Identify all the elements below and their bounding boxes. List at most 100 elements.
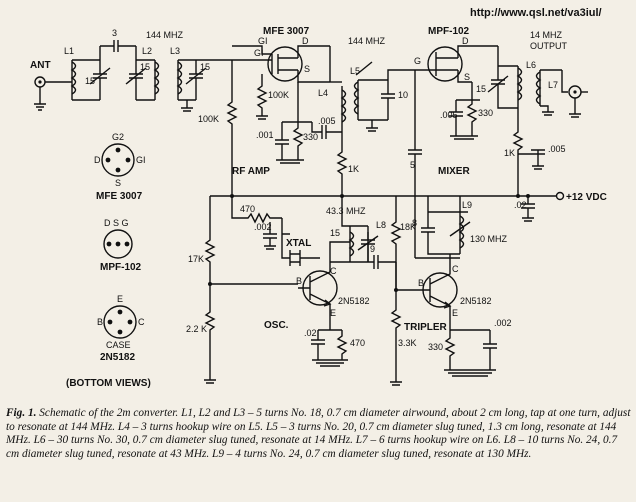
c8-label: 8 bbox=[412, 218, 417, 228]
c3-label: 3 bbox=[112, 28, 117, 38]
c005a-label: .005 bbox=[318, 116, 336, 126]
coil-l6-l7 bbox=[487, 46, 568, 116]
tr1-label: 2N5182 bbox=[338, 296, 370, 306]
l2-label: L2 bbox=[142, 46, 152, 56]
r470b-label: 470 bbox=[350, 338, 365, 348]
r18k-label: 18K bbox=[400, 222, 416, 232]
r17k-label: 17K bbox=[188, 254, 204, 264]
c02b-label: .02 bbox=[304, 328, 317, 338]
l6-label: L6 bbox=[526, 60, 536, 70]
pin-g1b-label: GI bbox=[258, 36, 268, 46]
mfe-pin-d: D bbox=[94, 155, 101, 165]
tripler-section bbox=[390, 196, 497, 386]
mpf-top-label: MPF-102 bbox=[428, 26, 470, 37]
caption-text: Schematic of the 2m converter. L1, L2 an… bbox=[6, 407, 631, 460]
mfe-pin-g2: G2 bbox=[112, 132, 124, 142]
output-connector bbox=[568, 85, 588, 118]
vdc-label: +12 VDC bbox=[566, 192, 607, 203]
pin-s-b-label: S bbox=[464, 72, 470, 82]
tr-pin-c: C bbox=[138, 317, 145, 327]
tripler-label: TRIPLER bbox=[404, 322, 448, 333]
mfe-top-label: MFE 3007 bbox=[263, 26, 310, 37]
mhz130-label: 130 MHZ bbox=[470, 234, 508, 244]
mixer-gate-line bbox=[408, 70, 422, 258]
l9-label: L9 bbox=[462, 200, 472, 210]
pin-g-a-label: G bbox=[414, 56, 421, 66]
mhz144a-label: 144 MHZ bbox=[146, 30, 184, 40]
bottom-views-label: (BOTTOM VIEWS) bbox=[66, 378, 151, 389]
r1k-a-label: 1K bbox=[348, 164, 359, 174]
l3-label: L3 bbox=[170, 46, 180, 56]
c005b-label: .005 bbox=[440, 110, 458, 120]
pin-d-label: D bbox=[302, 36, 309, 46]
l4-label: L4 bbox=[318, 88, 328, 98]
c002b-label: .002 bbox=[494, 318, 512, 328]
pin-d-b-label: D bbox=[462, 36, 469, 46]
output-label: OUTPUT bbox=[530, 41, 568, 51]
pin-b1-label: B bbox=[296, 276, 302, 286]
mpf102-pinout bbox=[103, 229, 133, 259]
mixer-label: MIXER bbox=[438, 166, 470, 177]
resistor-100k-bias bbox=[226, 60, 238, 194]
coupling-cap-3 bbox=[99, 40, 137, 60]
caption-lead: Fig. 1. bbox=[6, 407, 37, 419]
c15b-label: 15 bbox=[140, 62, 150, 72]
mhz144b-label: 144 MHZ bbox=[348, 36, 386, 46]
c15c-label: 15 bbox=[200, 62, 210, 72]
mhz43-label: 43.3 MHZ bbox=[326, 206, 366, 216]
xtal-label: XTAL bbox=[286, 238, 311, 249]
pin-s-label: S bbox=[304, 64, 310, 74]
c005c-label: .005 bbox=[548, 144, 566, 154]
c002a-label: .002 bbox=[254, 222, 272, 232]
r470a-label: 470 bbox=[240, 204, 255, 214]
coil-l1 bbox=[70, 59, 100, 101]
r330c-label: 330 bbox=[428, 342, 443, 352]
schematic-diagram: http://www.qsl.net/va3iul/ ANT L1 15 3 L… bbox=[30, 7, 607, 389]
mhz14-label: 14 MHZ bbox=[530, 30, 563, 40]
c9-label: 9 bbox=[370, 244, 375, 254]
c10-label: 10 bbox=[398, 90, 408, 100]
pin-c2-label: C bbox=[452, 264, 459, 274]
mixer-decoupling bbox=[512, 108, 545, 196]
mpf-legend-name: MPF-102 bbox=[100, 262, 142, 273]
tr-legend-name: 2N5182 bbox=[100, 352, 135, 363]
figure-caption: Fig. 1. Schematic of the 2m converter. L… bbox=[6, 407, 632, 461]
tr2-label: 2N5182 bbox=[460, 296, 492, 306]
r22k-label: 2.2 K bbox=[186, 324, 207, 334]
r100k-b-label: 100K bbox=[198, 114, 219, 124]
source-network bbox=[275, 82, 342, 164]
c5-label: 5 bbox=[410, 160, 415, 170]
mfe-pin-g1: GI bbox=[136, 155, 146, 165]
coil-l3 bbox=[176, 59, 232, 112]
mpf102-transistor bbox=[415, 45, 498, 83]
tr-pin-b: B bbox=[97, 317, 103, 327]
2n5182-pinout bbox=[103, 305, 137, 339]
oscillator-section bbox=[204, 196, 396, 384]
c15d-label: 15 bbox=[476, 84, 486, 94]
pin-e2-label: E bbox=[452, 308, 458, 318]
c02a-label: .02 bbox=[514, 200, 527, 210]
c15a-label: 15 bbox=[85, 76, 95, 86]
pin-c1-label: C bbox=[330, 266, 337, 276]
r1k-b-label: 1K bbox=[504, 148, 515, 158]
l8-label: L8 bbox=[376, 220, 386, 230]
l1-label: L1 bbox=[64, 46, 74, 56]
rf-amp-label: RF AMP bbox=[232, 166, 270, 177]
mfe3007-transistor bbox=[232, 45, 330, 83]
coil-l4-l5 bbox=[329, 46, 415, 132]
resistor-1k-rf bbox=[336, 126, 348, 194]
mfe-pin-s: S bbox=[115, 178, 121, 188]
l5-label: L5 bbox=[350, 66, 360, 76]
tr-case: CASE bbox=[106, 340, 131, 350]
supply-rail bbox=[210, 191, 565, 222]
mpf-pins: D S G bbox=[104, 218, 129, 228]
coil-l2 bbox=[125, 59, 160, 101]
pin-b2-label: B bbox=[418, 278, 424, 288]
source-url: http://www.qsl.net/va3iul/ bbox=[470, 7, 602, 19]
ant-label: ANT bbox=[30, 60, 51, 71]
tr-pin-e: E bbox=[117, 294, 123, 304]
c001-label: .001 bbox=[256, 130, 274, 140]
mfe3007-pinout bbox=[101, 143, 135, 177]
osc-label: OSC. bbox=[264, 320, 289, 331]
